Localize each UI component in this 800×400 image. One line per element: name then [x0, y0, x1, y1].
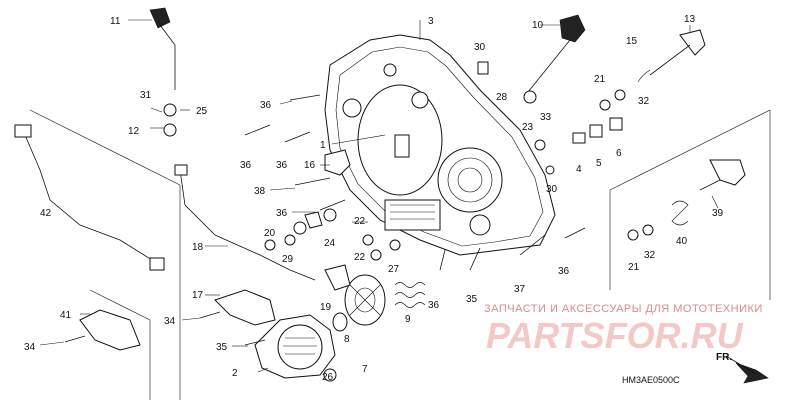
- callout-23: 23: [522, 122, 534, 133]
- bolts: [64, 94, 586, 346]
- crankcase-cover: [324, 34, 556, 256]
- front-direction-arrow: [725, 355, 769, 384]
- callout-11: 11: [110, 16, 121, 27]
- callout-34a: 34: [164, 316, 176, 327]
- small-parts: [264, 61, 654, 291]
- cable-18: [174, 164, 316, 281]
- callout-15: 15: [626, 36, 638, 47]
- leader-lines: [39, 19, 719, 373]
- cable-42: [14, 124, 165, 271]
- callout-37: 37: [514, 284, 526, 295]
- callout-19: 19: [320, 302, 332, 313]
- callout-2: 2: [232, 368, 238, 379]
- callout-9: 9: [405, 314, 411, 325]
- callout-33: 33: [540, 112, 552, 123]
- callout-21b: 21: [628, 262, 640, 273]
- callout-22a: 22: [354, 216, 366, 227]
- callout-36e: 36: [428, 300, 440, 311]
- callout-30b: 30: [546, 184, 558, 195]
- callout-20: 20: [264, 228, 276, 239]
- callout-24: 24: [324, 238, 336, 249]
- callout-22b: 22: [354, 252, 366, 263]
- oil-filter-cover: [254, 314, 337, 382]
- watermark-brand: PARTSFOR.RU: [486, 315, 744, 356]
- direction-label: FR.: [716, 352, 732, 363]
- callout-25: 25: [196, 106, 208, 117]
- callout-36a: 36: [260, 100, 272, 111]
- diagram-code: HM3AE0500C: [622, 375, 680, 385]
- callout-35b: 35: [466, 294, 478, 305]
- callout-41: 41: [60, 310, 72, 321]
- callout-16: 16: [304, 160, 316, 171]
- callout-6: 6: [616, 148, 622, 159]
- return-spring: [671, 200, 689, 226]
- callout-1: 1: [320, 140, 326, 151]
- callout-36b: 36: [240, 160, 252, 171]
- callout-36f: 36: [558, 266, 570, 277]
- callout-18: 18: [192, 242, 204, 253]
- o-ring: [332, 312, 348, 332]
- callout-32b: 32: [644, 250, 656, 261]
- watermark-tagline: ЗАПЧАСТИ И АКСЕССУАРЫ ДЛЯ МОТОТЕХНИКИ: [484, 303, 763, 315]
- bracket-41: [79, 309, 141, 351]
- callout-30a: 30: [474, 42, 486, 53]
- callout-34b: 34: [24, 342, 36, 353]
- callout-numbers: 1 2 3 4 5 6 7 8 9 10 11 12 13 15 16 17 1…: [24, 14, 724, 383]
- oil-filter: [344, 274, 386, 326]
- callout-3: 3: [428, 16, 434, 27]
- callout-13: 13: [684, 14, 696, 25]
- bracket-17: [214, 289, 276, 326]
- callout-38: 38: [254, 186, 266, 197]
- callout-29: 29: [282, 254, 294, 265]
- dipstick: [527, 14, 586, 93]
- callout-36d: 36: [276, 208, 288, 219]
- callout-12: 12: [128, 126, 140, 137]
- shaft-assembly: [149, 7, 177, 137]
- callout-17: 17: [192, 290, 204, 301]
- callout-35a: 35: [216, 342, 228, 353]
- callout-39: 39: [712, 208, 724, 219]
- callout-31: 31: [140, 90, 152, 101]
- callout-21a: 21: [594, 74, 606, 85]
- panel-guide-lines: [29, 109, 771, 400]
- shift-arm: [699, 159, 746, 191]
- shift-shaft: [637, 29, 706, 83]
- callout-4: 4: [576, 164, 582, 175]
- spring: [394, 282, 426, 308]
- callout-7: 7: [362, 364, 368, 375]
- callout-27: 27: [388, 264, 400, 275]
- callout-36c: 36: [276, 160, 288, 171]
- callout-26: 26: [322, 372, 334, 383]
- callout-40: 40: [676, 236, 688, 247]
- callout-10: 10: [532, 20, 544, 31]
- callout-42: 42: [40, 208, 52, 219]
- callout-8: 8: [344, 334, 350, 345]
- callout-32a: 32: [638, 96, 650, 107]
- callout-28: 28: [496, 92, 508, 103]
- callout-5: 5: [596, 158, 602, 169]
